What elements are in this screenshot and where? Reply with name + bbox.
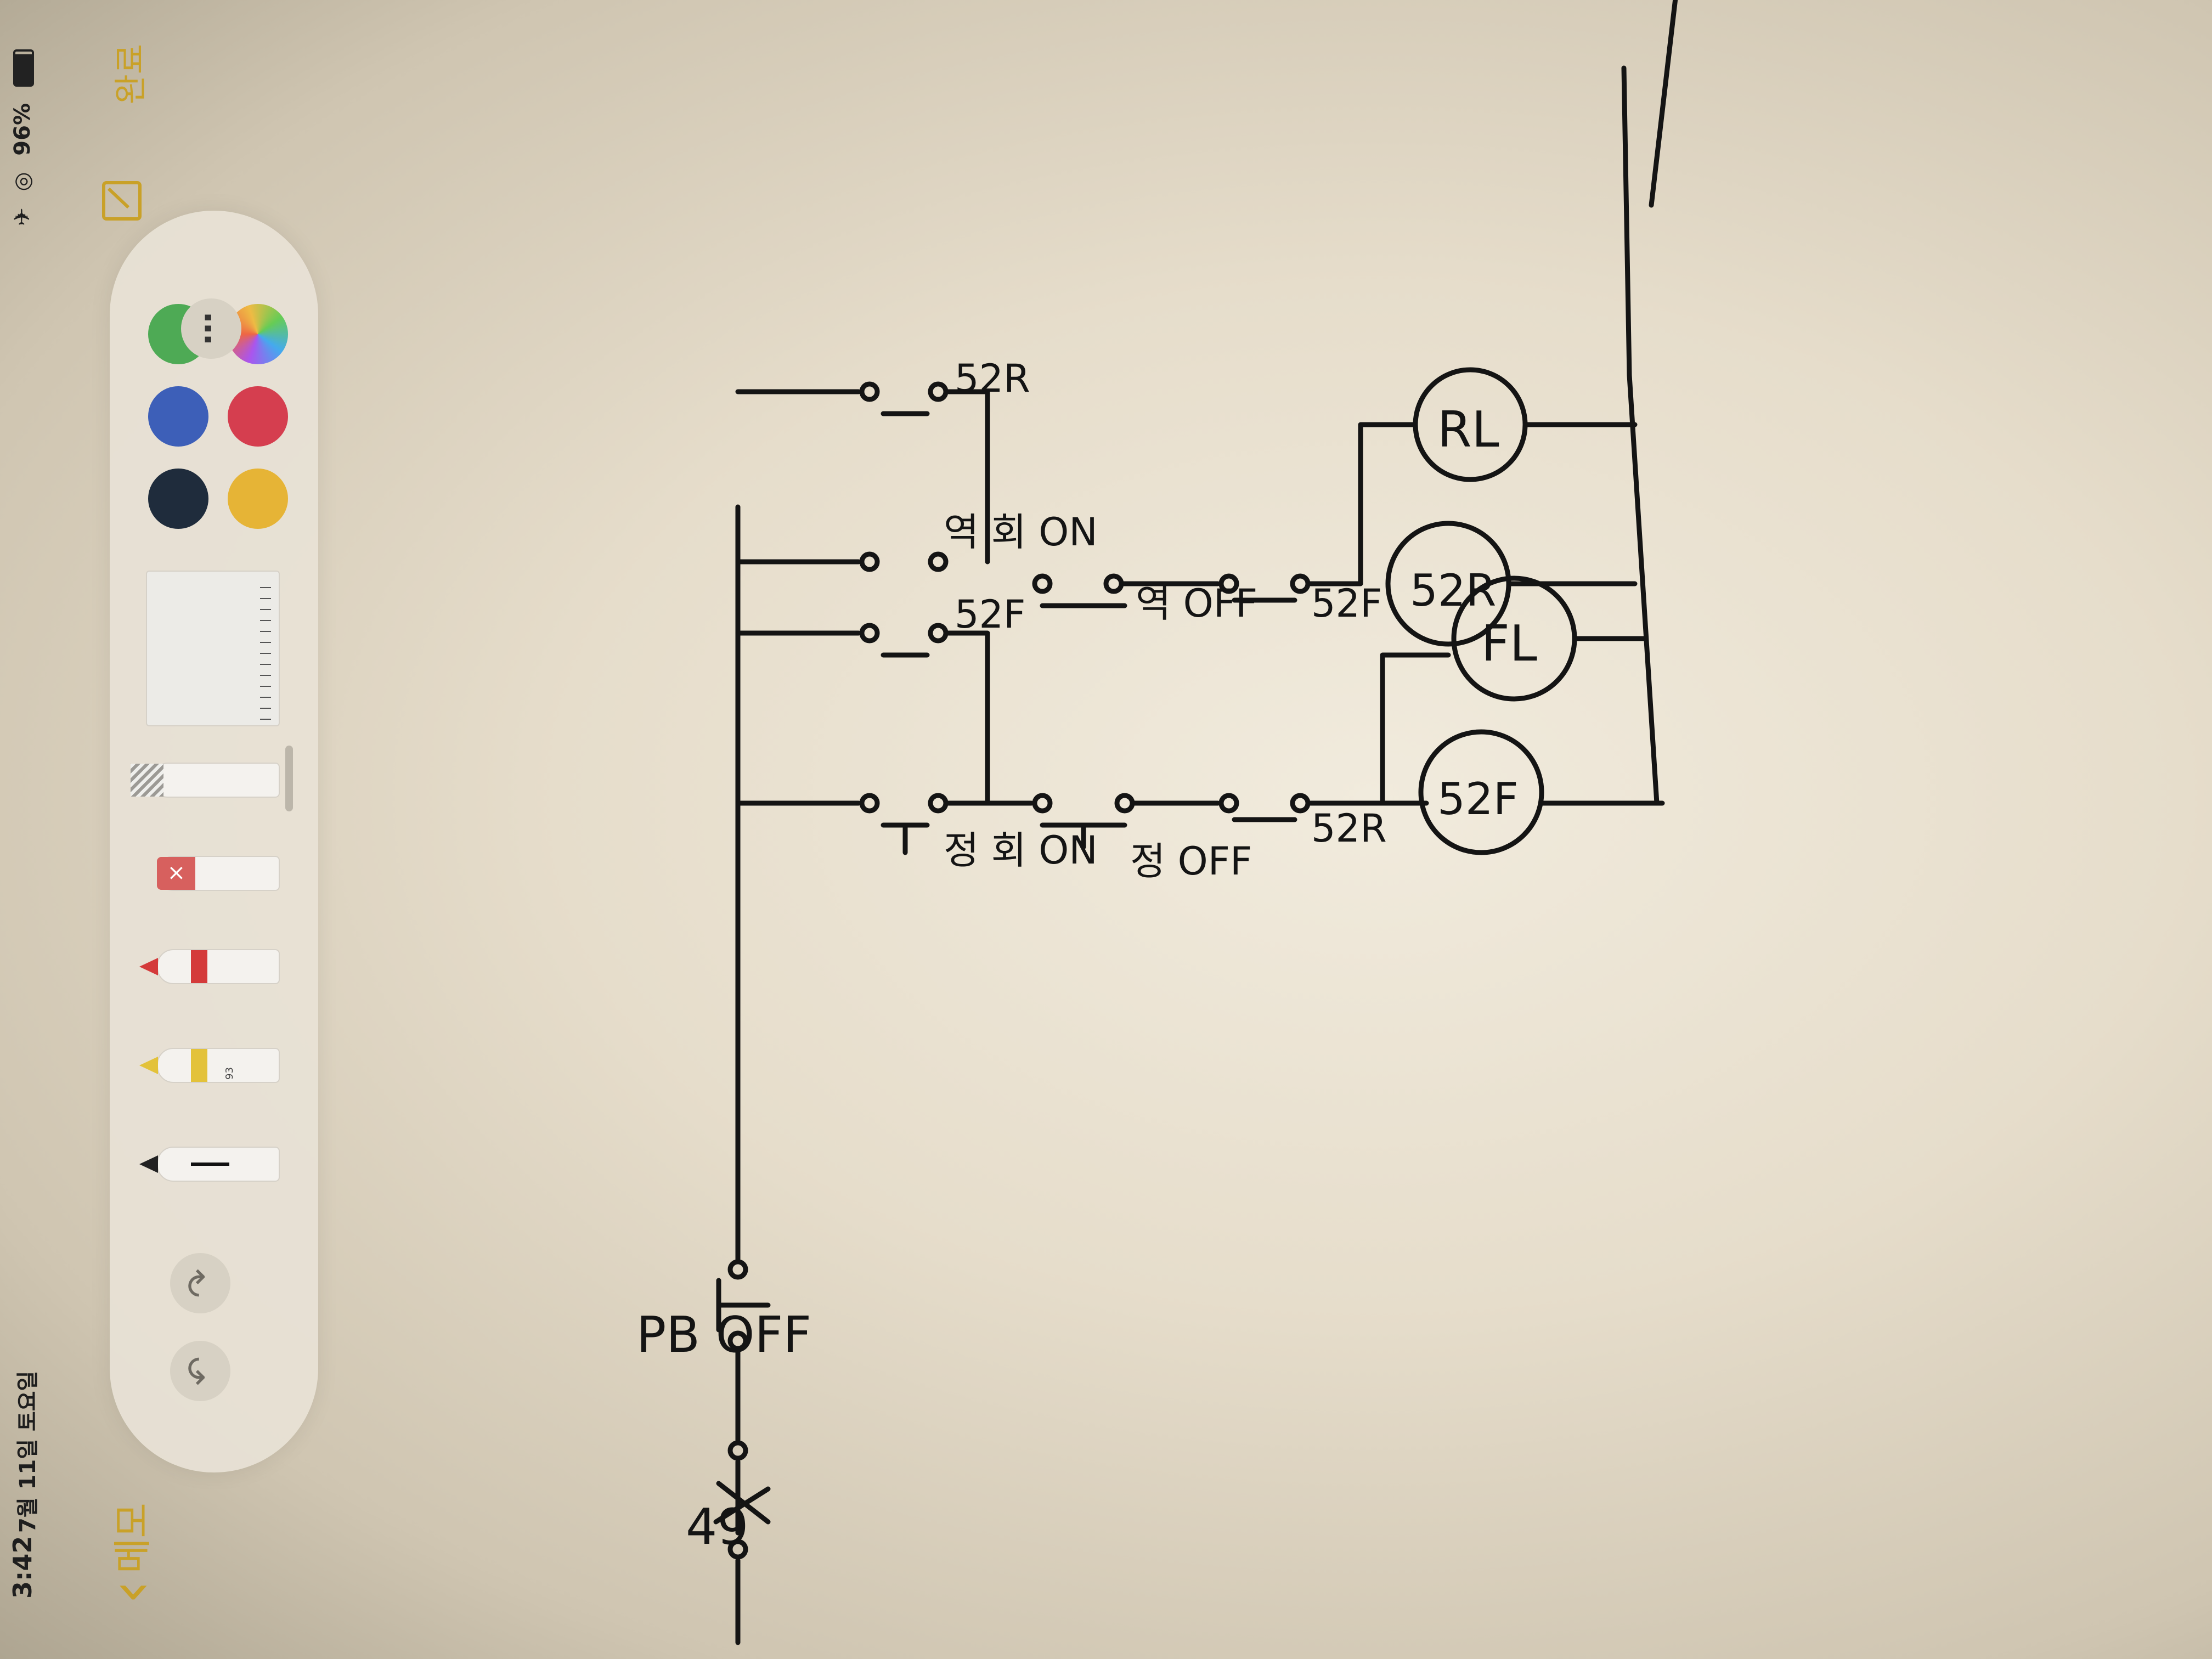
label-lamp-fl: FL xyxy=(1481,615,1537,673)
contact-fwd-on-b xyxy=(928,793,949,814)
label-rev-on: 역 회 ON xyxy=(944,510,1098,555)
compose-icon-glyph xyxy=(107,187,130,209)
contact-52r2-a xyxy=(859,381,880,402)
contact-rev-on-a xyxy=(859,551,880,572)
wire-rev-join xyxy=(944,389,990,565)
contact-pb-left xyxy=(727,1330,748,1351)
contact-fwd-on-a xyxy=(859,793,880,814)
label-coil-52f: 52F xyxy=(1437,774,1519,825)
wire-to-lamp-fl xyxy=(1380,652,1451,806)
label-52r-contact-2: 52R xyxy=(955,356,1030,401)
wire-to-coil-52r xyxy=(1306,422,1418,586)
label-52f-contact-2: 52F xyxy=(1311,581,1382,626)
wire-fwd-join xyxy=(944,630,990,806)
return-rail xyxy=(1621,65,1660,806)
label-fwd-on: 정 회 ON xyxy=(944,828,1098,873)
contact-52r2-b xyxy=(928,381,949,402)
contact-52f-b xyxy=(928,623,949,644)
contact-52r-b xyxy=(1290,793,1311,814)
contact-rev-on-b xyxy=(928,551,949,572)
label-rev-off: 역 OFF xyxy=(1136,581,1257,626)
contact-52r-a xyxy=(1218,793,1239,814)
contact-fwd-off-a xyxy=(1032,793,1053,814)
contact-pb-right xyxy=(727,1259,748,1280)
contact-pb-bar xyxy=(716,1278,771,1333)
bottom-rail xyxy=(1649,0,1692,208)
label-52r-contact: 52R xyxy=(1311,806,1387,851)
nav-bar: ‹ 메모 완료 xyxy=(82,0,165,1659)
contact-rev-off-a xyxy=(1032,573,1053,594)
label-52f-contact: 52F xyxy=(955,592,1025,637)
contact-49-blade xyxy=(713,1459,771,1536)
contact-fwd-off-bar xyxy=(1040,822,1127,850)
label-fwd-off: 정 OFF xyxy=(1130,839,1252,884)
contact-49-left xyxy=(727,1539,748,1560)
label-49: 49 xyxy=(686,1498,749,1556)
contact-rev-off-b xyxy=(1103,573,1124,594)
contact-52f2-a xyxy=(1218,573,1239,594)
contact-52f2-b xyxy=(1290,573,1311,594)
contact-49-right xyxy=(727,1440,748,1461)
compose-icon[interactable] xyxy=(102,181,142,221)
label-coil-52r: 52R xyxy=(1410,565,1496,616)
label-pb-off: PB OFF xyxy=(636,1306,811,1364)
coil-52f xyxy=(1418,729,1544,855)
contact-52f-a xyxy=(859,623,880,644)
contact-fwd-on-bar xyxy=(881,822,930,855)
contact-fwd-off-b xyxy=(1114,793,1135,814)
label-lamp-rl: RL xyxy=(1437,401,1499,459)
